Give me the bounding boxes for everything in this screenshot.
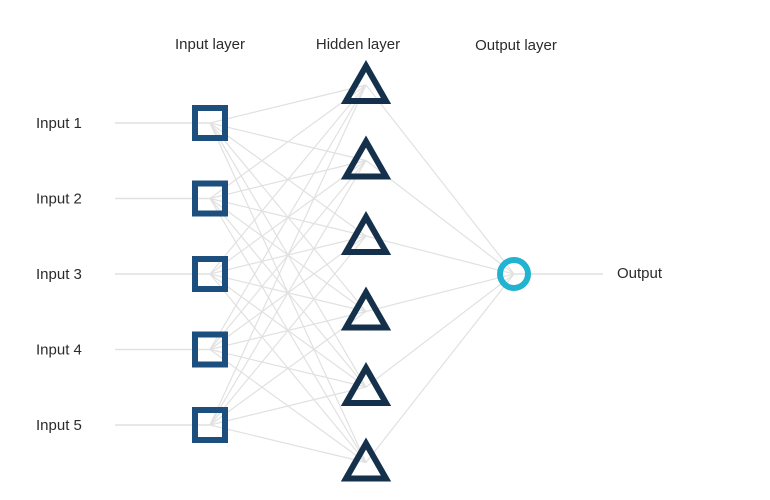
hidden-node-5 xyxy=(340,361,392,406)
edge-input-5-hidden-2 xyxy=(209,160,367,426)
hidden-layer-nodes xyxy=(340,59,392,482)
input-node-5 xyxy=(192,407,228,443)
hidden-node-2 xyxy=(340,135,392,180)
output-label: Output xyxy=(617,265,663,282)
input-label-1: Input 1 xyxy=(36,115,82,132)
edge-hidden-6-output xyxy=(365,273,515,463)
edge-input-1-hidden-1 xyxy=(209,84,367,124)
hidden-node-1 xyxy=(340,59,392,104)
edge-input-5-hidden-4 xyxy=(209,311,367,426)
edge-input-5-hidden-1 xyxy=(209,84,367,426)
edge-input-2-hidden-1 xyxy=(209,84,367,199)
hidden-node-4 xyxy=(340,286,392,331)
hidden-node-6 xyxy=(340,437,392,482)
output-layer-nodes xyxy=(497,257,531,291)
input-label-4: Input 4 xyxy=(36,342,82,359)
input-label-5: Input 5 xyxy=(36,417,82,434)
hidden-layer-title: Hidden layer xyxy=(316,36,400,53)
connection-edges xyxy=(209,84,515,464)
input-node-1 xyxy=(192,105,228,141)
input-layer-nodes xyxy=(192,105,228,443)
edge-input-5-hidden-5 xyxy=(209,386,367,426)
output-node xyxy=(497,257,531,291)
output-layer-title: Output layer xyxy=(475,37,557,54)
input-node-4 xyxy=(192,331,228,368)
edge-input-5-hidden-3 xyxy=(209,235,367,426)
hidden-node-3 xyxy=(340,210,392,255)
edge-hidden-1-output xyxy=(365,84,515,275)
edge-hidden-4-output xyxy=(365,273,515,313)
input-layer-title: Input layer xyxy=(175,36,245,53)
input-label-3: Input 3 xyxy=(36,266,82,283)
input-label-2: Input 2 xyxy=(36,191,82,208)
edge-input-4-hidden-1 xyxy=(209,84,367,350)
edge-input-3-hidden-1 xyxy=(209,84,367,275)
edge-input-5-hidden-6 xyxy=(209,424,367,464)
input-node-2 xyxy=(192,180,228,217)
edge-hidden-5-output xyxy=(365,273,515,388)
input-labels: Input 1 Input 2 Input 3 Input 4 Input 5 xyxy=(36,115,82,434)
input-node-3 xyxy=(192,256,228,292)
edge-hidden-3-output xyxy=(365,235,515,275)
